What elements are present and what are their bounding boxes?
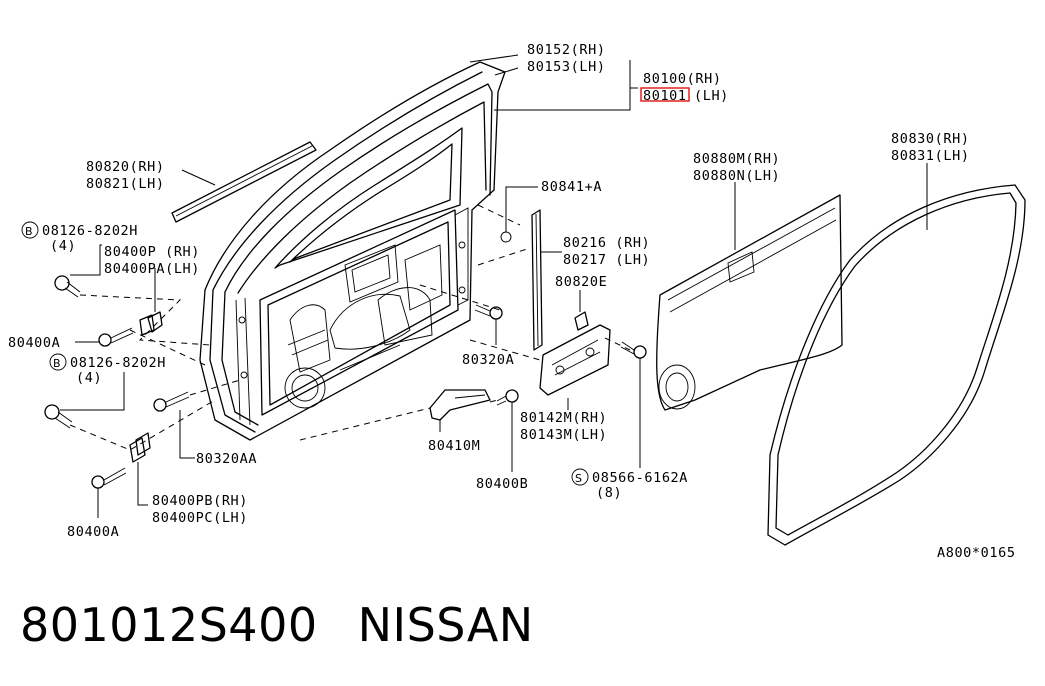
door-trim-pad [656,194,843,411]
label-hinge-lower-rh: 80400PB(RH) [152,493,248,509]
bolt-type-b-icon [21,221,39,239]
label-screw-qty: (8) [596,485,622,501]
alignment-lines [69,204,631,451]
bolt-80400a-bottom-icon [91,467,127,489]
label-sash-rh: 80152(RH) [527,42,606,58]
label-bolt-a-bottom: 80400A [67,524,119,540]
screw-type-s-icon [571,468,589,486]
label-check-link: 80410M [428,438,480,454]
label-bolt-320aa: 80320AA [196,451,257,467]
bolt-80320aa-icon [153,391,190,412]
leader-lines [60,54,928,518]
lower-hinge [129,432,151,463]
label-hinge-rh: 80400P (RH) [104,244,200,260]
bolt-80320a-icon [474,304,503,320]
check-link [429,389,491,421]
label-door-panel-lh: (LH) [694,88,729,104]
bolt-80400a-top-icon [98,327,134,347]
part-number: 801012S400 [20,598,318,652]
upper-hinge [139,311,163,336]
bolt-type-b-letter: B [25,225,33,238]
label-hinge-lower-lh: 80400PC(LH) [152,510,248,526]
label-hinge-lh: 80400PA(LH) [104,261,200,277]
label-bolt-b-top: 08126-8202H [42,223,138,239]
label-seal-clip: 80820E [555,274,607,290]
label-weatherstrip-lh: 80831(LH) [891,148,970,164]
label-bolt-b-top-qty: (4) [50,238,76,254]
bolt-80400b-icon [496,389,519,406]
label-weatherstrip-rh: 80830(RH) [891,131,970,147]
reinforcement [539,324,611,396]
door-shell [199,61,506,441]
label-sash-channel-lh: 80217 (LH) [563,252,650,268]
label-bolt-320a: 80320A [462,352,514,368]
part-labels: 80152(RH) 80153(LH) 80100(RH) 80101 (LH)… [8,42,1016,561]
label-pad-lh: 80880N(LH) [693,168,780,184]
label-moulding-rh: 80820(RH) [86,159,165,175]
seal-clip-part [574,311,589,331]
label-bolt-400b: 80400B [476,476,528,492]
bolt-type-b-letter-2: B [53,357,61,370]
label-bolt-b-bottom: 08126-8202H [70,355,166,371]
door-weatherstrip [767,184,1026,546]
bolt-08126-bottom-icon [44,404,73,429]
screw-08566-icon [620,341,647,359]
label-clip: 80841+A [541,179,602,195]
label-door-panel-lh-highlight: 80101 [643,88,687,104]
label-bolt-a-top: 80400A [8,335,60,351]
label-pad-rh: 80880M(RH) [693,151,780,167]
sash-channel [500,209,543,351]
part-title: 801012S400 NISSAN [20,598,574,652]
label-diagram-code: A800*0165 [937,545,1016,561]
brand-name: NISSAN [357,598,534,652]
highlight-box [640,87,690,102]
label-reinforce-rh: 80142M(RH) [520,410,607,426]
label-sash-channel-rh: 80216 (RH) [563,235,650,251]
label-reinforce-lh: 80143M(LH) [520,427,607,443]
label-door-panel-rh: 80100(RH) [643,71,722,87]
label-bolt-b-bottom-qty: (4) [76,370,102,386]
screw-type-s-letter: S [575,472,582,485]
label-sash-lh: 80153(LH) [527,59,606,75]
bolt-type-b-icon-2 [49,353,67,371]
belt-moulding [171,141,317,223]
label-screw: 08566-6162A [592,470,688,486]
label-moulding-lh: 80821(LH) [86,176,165,192]
bolt-08126-top-icon [54,275,81,298]
